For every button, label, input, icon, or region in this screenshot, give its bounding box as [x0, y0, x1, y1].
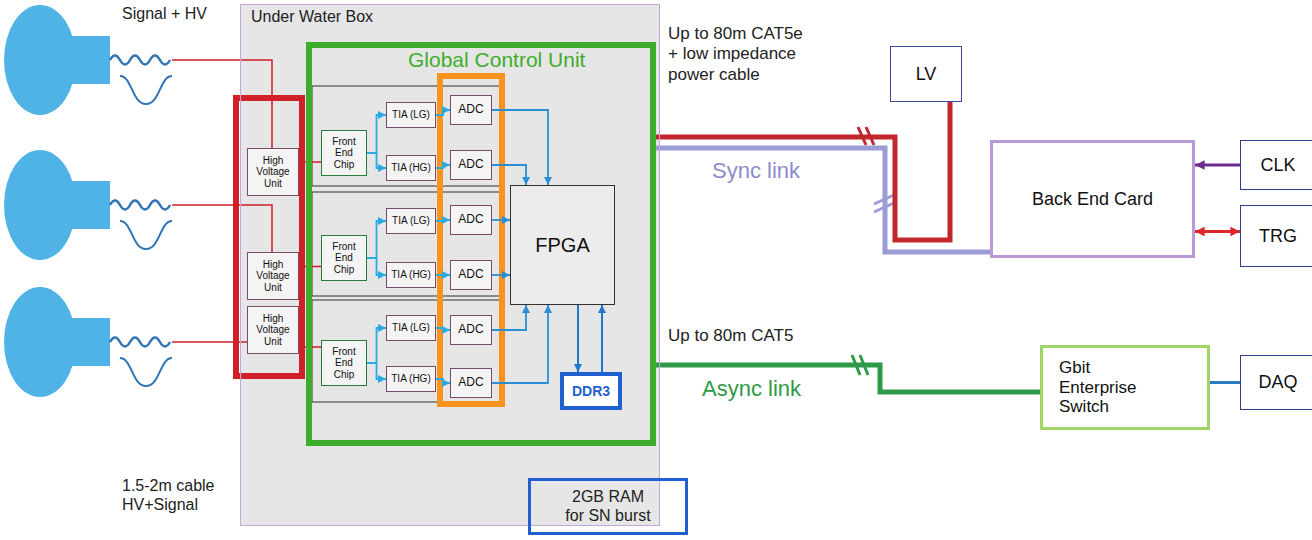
- housing-box: Under Water BoxGlobal Control UnitFront …: [240, 4, 660, 526]
- amplifier-box: TIA (LG): [386, 102, 436, 128]
- connector: [367, 115, 386, 153]
- box-text: High Voltage Unit: [250, 313, 296, 348]
- connector: [656, 102, 950, 240]
- box-title: Under Water Box: [251, 8, 373, 26]
- connector: [436, 274, 450, 276]
- memory-box: DDR3: [560, 372, 622, 410]
- connector: [436, 165, 450, 168]
- box-text: TIA (HG): [391, 162, 430, 174]
- clock-box: CLK: [1240, 140, 1312, 190]
- box-text: ADC: [458, 268, 483, 282]
- box-text: ADC: [458, 376, 483, 390]
- connector: [492, 274, 510, 276]
- hv-unit: High Voltage Unit: [247, 306, 299, 354]
- adc-box: ADC: [450, 150, 492, 180]
- connector: [367, 328, 386, 363]
- box-text: TIA (HG): [391, 269, 430, 281]
- back-end-card: Back End Card: [990, 140, 1195, 258]
- connector: [492, 305, 526, 330]
- amplifier-box: TIA (LG): [386, 315, 436, 341]
- photomultiplier: [4, 5, 110, 397]
- connector: [367, 363, 386, 379]
- cable-note: 1.5-2m cable HV+Signal: [122, 476, 232, 514]
- box-text: TIA (HG): [391, 373, 430, 385]
- box-text: High Voltage Unit: [250, 155, 296, 190]
- box-text: 2GB RAM for SN burst: [563, 488, 653, 525]
- channel-frame: [312, 86, 502, 402]
- cable-note: Up to 80m CAT5: [668, 326, 868, 346]
- pulse-shape: [120, 76, 172, 386]
- connector: [492, 110, 548, 185]
- connector: [492, 305, 548, 383]
- memory-note-box: 2GB RAM for SN burst: [528, 478, 688, 535]
- box-text: DAQ: [1258, 372, 1297, 393]
- box-text: Front End Chip: [324, 346, 364, 381]
- box-text: TIA (LG): [392, 215, 430, 227]
- connector: [601, 305, 603, 372]
- cable-note: Up to 80m CAT5e + low impedance power ca…: [668, 24, 813, 85]
- adc-box: ADC: [450, 260, 492, 290]
- front-end-chip: Front End Chip: [321, 130, 367, 176]
- box-text: TIA (LG): [392, 109, 430, 121]
- front-end-chip: Front End Chip: [321, 340, 367, 386]
- connector: [1195, 230, 1240, 233]
- box-text: LV: [916, 64, 937, 85]
- box-text: Front End Chip: [324, 241, 364, 276]
- box-text: TRG: [1259, 226, 1297, 247]
- box-text: Front End Chip: [324, 136, 364, 171]
- connector: [492, 165, 526, 185]
- signal-wave: [110, 56, 170, 347]
- box-text: Gbit Enterprise Switch: [1059, 358, 1149, 417]
- adc-box: ADC: [450, 368, 492, 398]
- box-text: High Voltage Unit: [250, 259, 296, 294]
- trigger-box: TRG: [1240, 205, 1312, 267]
- connector: [492, 219, 510, 221]
- box-text: ADC: [458, 103, 483, 117]
- connector: [436, 110, 450, 115]
- amplifier-box: TIA (LG): [386, 208, 436, 234]
- front-end-chip: Front End Chip: [321, 235, 367, 281]
- connector: [577, 305, 579, 372]
- hv-frame: [236, 98, 302, 376]
- hv-unit: High Voltage Unit: [247, 148, 299, 196]
- link-name: Sync link: [712, 158, 842, 184]
- amplifier-box: TIA (HG): [386, 155, 436, 181]
- cable-note: Signal + HV: [122, 4, 252, 23]
- daq-box: DAQ: [1240, 355, 1312, 410]
- amplifier-box: TIA (HG): [386, 366, 436, 392]
- connector: [436, 328, 450, 330]
- link-name: Async link: [702, 376, 842, 402]
- adc-box: ADC: [450, 315, 492, 345]
- box-text: ADC: [458, 213, 483, 227]
- connector: [367, 258, 386, 275]
- box-text: FPGA: [535, 234, 589, 257]
- amplifier-box: TIA (HG): [386, 262, 436, 288]
- box-text: Back End Card: [1032, 189, 1153, 210]
- fpga-box: FPGA: [510, 185, 615, 305]
- connector: [436, 379, 450, 383]
- network-switch: Gbit Enterprise Switch: [1040, 345, 1210, 430]
- box-text: ADC: [458, 158, 483, 172]
- connector: [367, 221, 386, 258]
- adc-box: ADC: [450, 95, 492, 125]
- connector: [1195, 164, 1240, 167]
- adc-box: ADC: [450, 205, 492, 235]
- power-supply-box: LV: [890, 46, 962, 102]
- box-text: TIA (LG): [392, 322, 430, 334]
- box-text: DDR3: [572, 383, 610, 399]
- adc-frame: [440, 76, 502, 404]
- connector: [1210, 381, 1240, 384]
- connector: [656, 148, 990, 252]
- box-text: CLK: [1260, 155, 1295, 176]
- box-text: ADC: [458, 323, 483, 337]
- connector: [367, 153, 386, 168]
- connector: [436, 220, 450, 221]
- control-unit: Global Control UnitFront End ChipTIA (LG…: [306, 42, 656, 446]
- box-title: Global Control Unit: [408, 48, 585, 72]
- hv-unit: High Voltage Unit: [247, 252, 299, 300]
